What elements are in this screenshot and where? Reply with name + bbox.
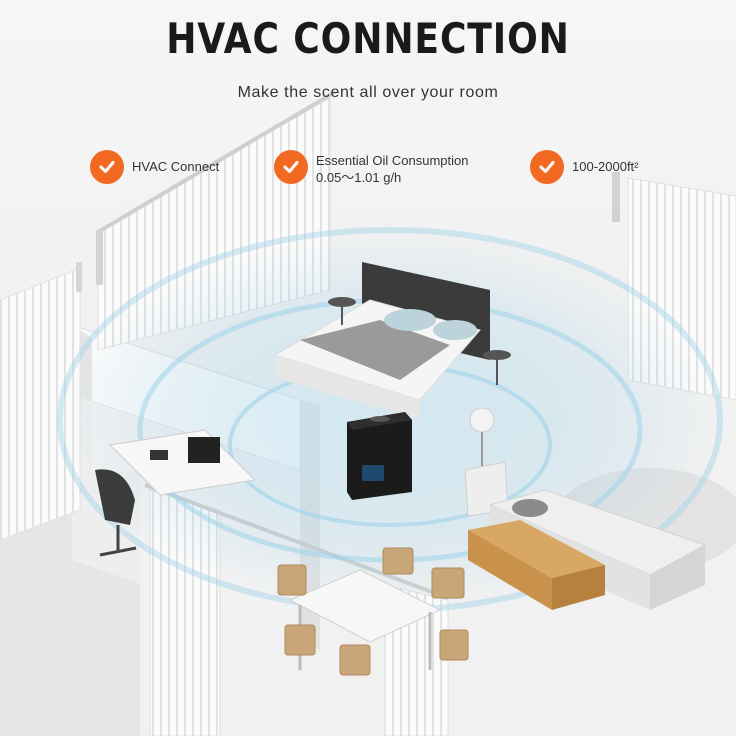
aroma-diffuser-device [347,412,412,500]
feature-label: 100-2000ft² [572,159,639,174]
bed [273,262,490,420]
feature-coverage-area: 100-2000ft² [530,150,639,184]
feature-label: Essential Oil Consumption [316,153,469,168]
feature-detail: 0.05〜1.01 g/h [316,170,402,185]
desk [108,429,257,496]
dining-chairs [277,547,469,676]
floor-lamp [464,407,509,517]
feature-label: HVAC Connect [132,159,220,174]
check-icon [274,150,308,184]
page-title: HVAC CONNECTION [166,14,570,63]
feature-oil-consumption: Essential Oil Consumption 0.05〜1.01 g/h [274,150,468,186]
feature-hvac-connect: HVAC Connect [90,150,219,184]
office-chair [95,469,137,557]
side-table [328,297,511,385]
check-icon [90,150,124,184]
curtain-left [0,262,82,541]
page-subtitle: Make the scent all over your room [237,84,499,101]
tv-cabinet [468,520,605,610]
check-icon [530,150,564,184]
